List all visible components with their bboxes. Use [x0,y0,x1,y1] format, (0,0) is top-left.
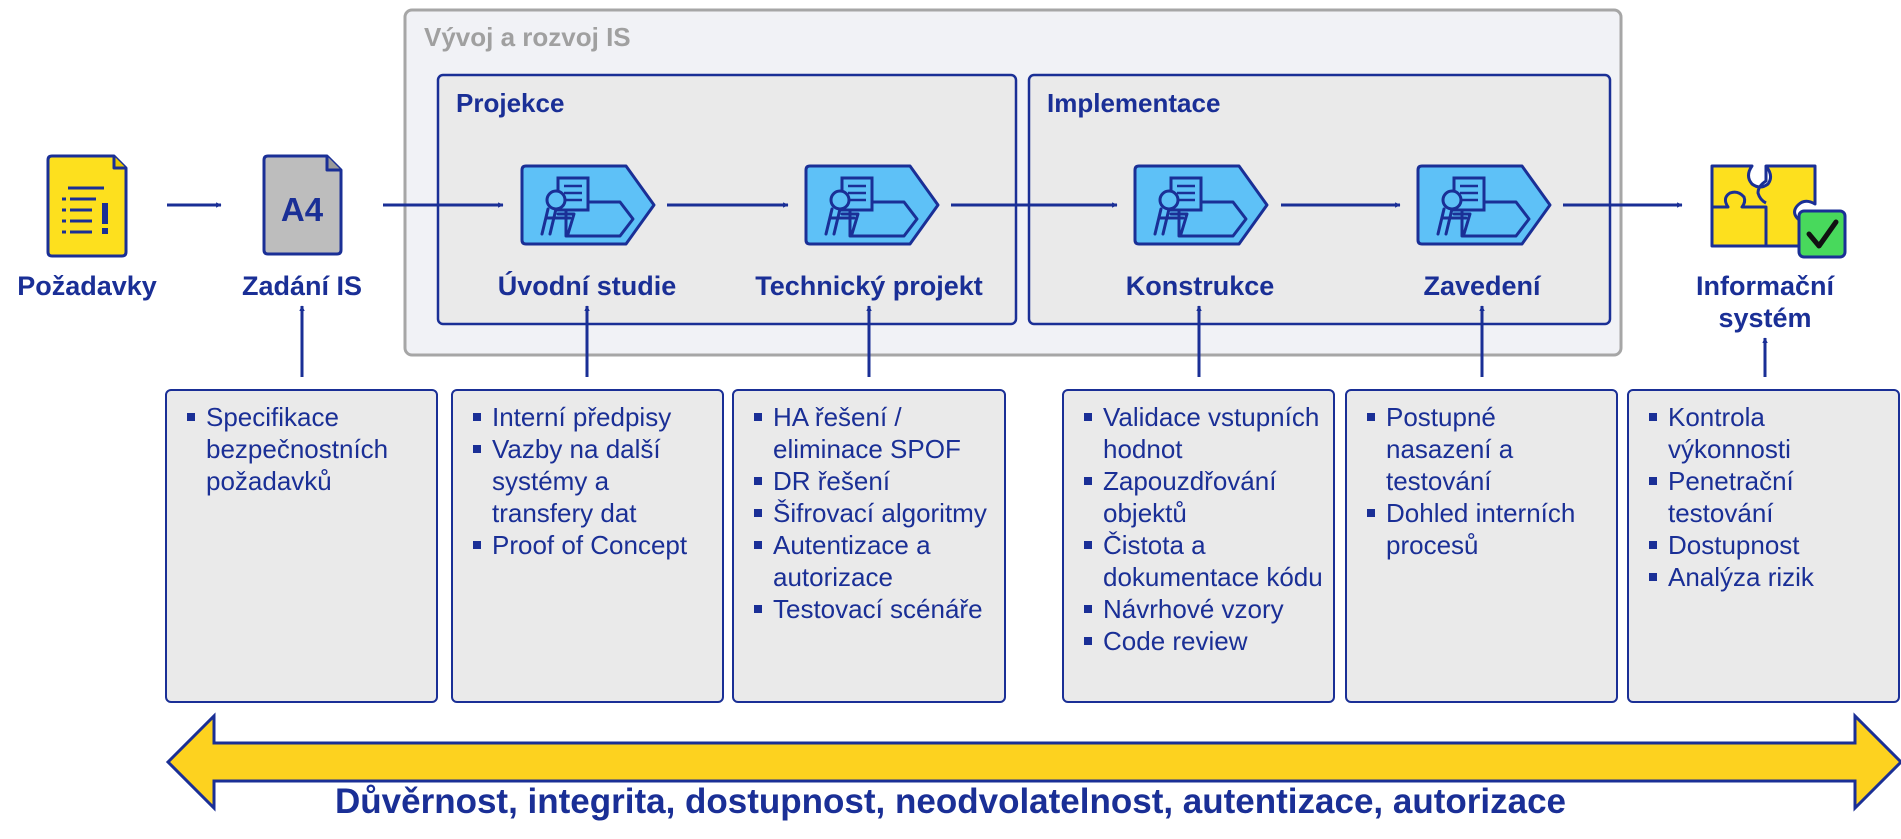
process-step-icon [804,164,940,246]
note-item: Code review [1082,625,1323,657]
note-item: Autentizace a autorizace [752,529,994,593]
note-item: Vazby na další systémy a transfery dat [471,433,712,529]
note-item: Postupné nasazení a testování [1365,401,1606,497]
note-informacni-system: Kontrola výkonnosti Penetrační testování… [1627,389,1900,703]
note-item: HA řešení / eliminace SPOF [752,401,994,465]
requirements-document-icon [46,154,128,258]
process-step-icon [1416,164,1552,246]
note-item: Validace vstupních hodnot [1082,401,1323,465]
note-technicky-projekt: HA řešení / eliminace SPOF DR řešení Šif… [732,389,1006,703]
node-label-zadani: Zadání IS [241,271,363,301]
note-zadani: Specifikace bezpečnostních požadavků [165,389,438,703]
note-konstrukce: Validace vstupních hodnot Zapouzdřování … [1062,389,1335,703]
process-step-icon [1133,164,1269,246]
note-item: Specifikace bezpečnostních požadavků [185,401,426,497]
note-item: Testovací scénáře [752,593,994,625]
note-item: Dostupnost [1647,529,1888,561]
node-label-technicky-projekt: Technický projekt [755,271,983,301]
puzzle-check-icon [1710,164,1847,259]
node-label-pozadavky: Požadavky [17,271,157,301]
note-item: Čistota a dokumentace kódu [1082,529,1323,593]
double-arrow-band [165,712,1901,812]
node-label-informacni-system: Informační systém [1665,270,1865,334]
note-item: Návrhové vzory [1082,593,1323,625]
note-item: Proof of Concept [471,529,712,561]
node-label-zavedeni: Zavedení [1423,271,1541,301]
a4-document-icon: A4 [262,154,343,256]
note-item: Interní předpisy [471,401,712,433]
outer-group-title: Vývoj a rozvoj IS [424,22,631,52]
note-item: Penetrační testování [1647,465,1888,529]
group-frame-projekce [436,73,1018,326]
note-item: Kontrola výkonnosti [1647,401,1888,465]
group-title-implementace: Implementace [1047,88,1221,118]
node-label-uvodni-studie: Úvodní studie [497,271,677,301]
note-uvodni-studie: Interní předpisy Vazby na další systémy … [451,389,724,703]
node-label-informacni-line2: systém [1718,303,1812,333]
node-label-informacni-line1: Informační [1695,271,1835,301]
note-item: Dohled interních procesů [1365,497,1606,561]
note-item: DR řešení [752,465,994,497]
note-zavedeni: Postupné nasazení a testování Dohled int… [1345,389,1618,703]
note-item: Analýza rizik [1647,561,1888,593]
node-label-konstrukce: Konstrukce [1125,271,1275,301]
note-item: Šifrovací algoritmy [752,497,994,529]
group-title-projekce: Projekce [456,88,565,118]
note-item: Zapouzdřování objektů [1082,465,1323,529]
group-frame-implementace [1027,73,1612,326]
a4-label: A4 [281,191,324,228]
process-step-icon [520,164,656,246]
security-principles-banner: Důvěrnost, integrita, dostupnost, neodvo… [334,782,1566,821]
